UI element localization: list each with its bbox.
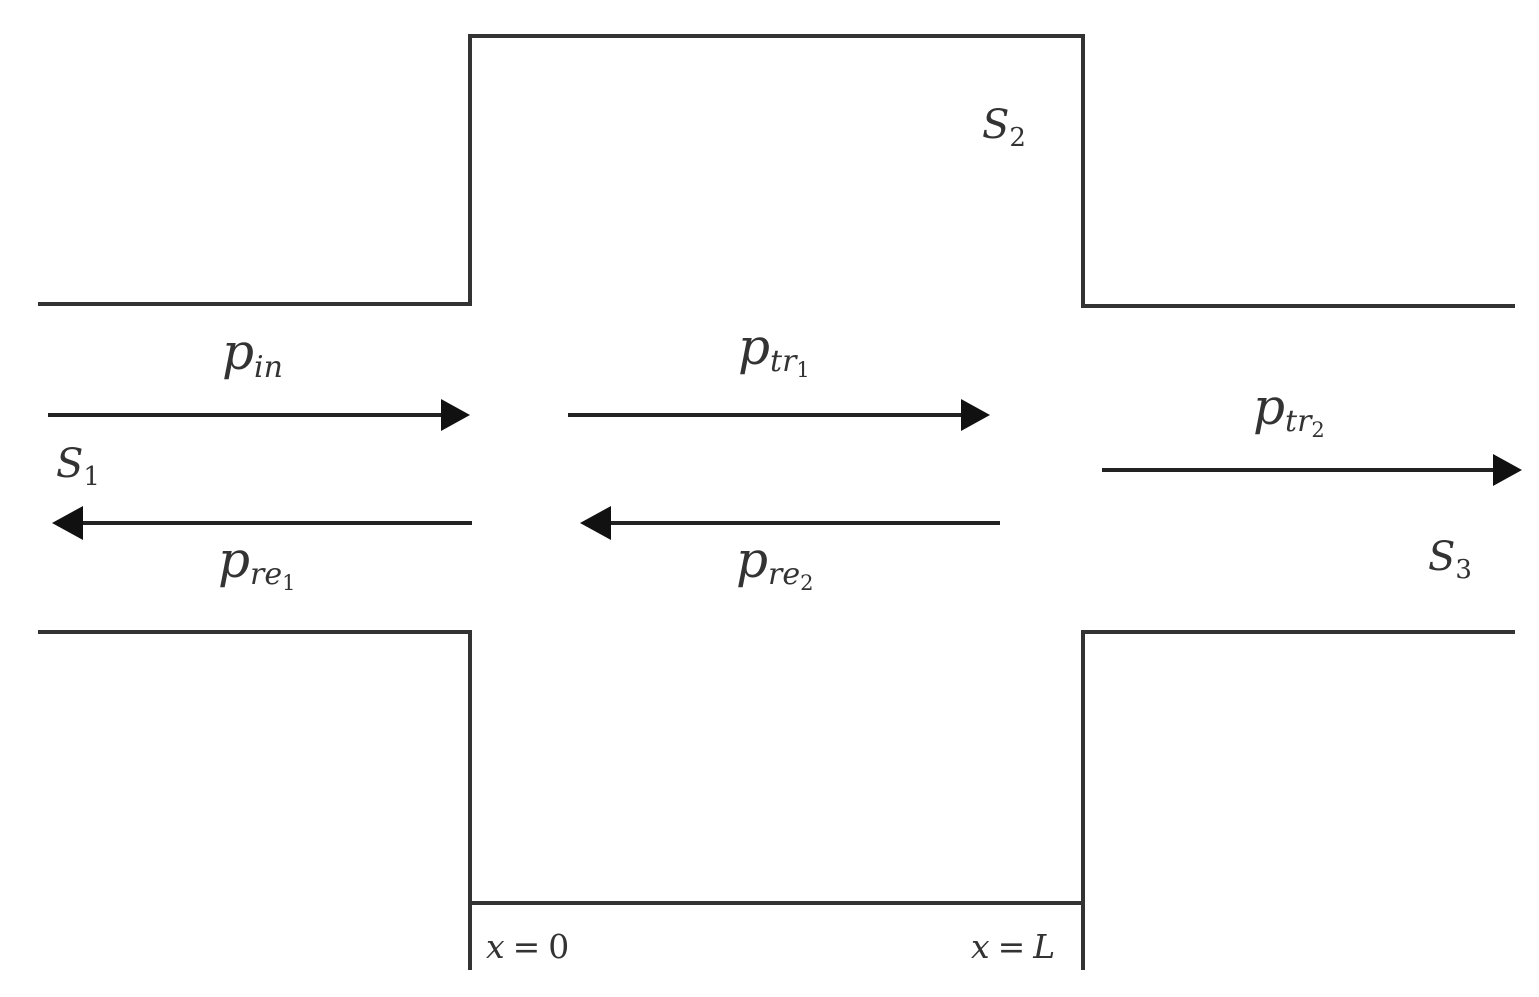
position-end-label: x=L [971,927,1055,966]
transmitted-1-arrow [568,399,990,431]
lower-wall-right [1081,630,1515,970]
reflected-wave-2-label: pre2 [736,531,814,595]
duct-walls [38,34,1515,970]
reflected-wave-1-label: pre1 [218,531,296,595]
reflected-2-arrow [580,506,1000,540]
wave-arrows [48,399,1522,540]
incident-wave-label: pin [222,323,283,385]
transmitted-wave-2-label: ptr2 [1253,378,1325,442]
transmitted-wave-1-label: ptr1 [738,318,810,382]
transmitted-2-arrow [1102,454,1522,486]
lower-wall [38,630,472,970]
area-s2-label: S2 [982,102,1026,153]
upper-wall [38,34,1515,308]
incident-arrow [48,399,470,431]
reflected-1-arrow [52,506,472,540]
position-start-label: x=0 [486,927,569,966]
area-s3-label: S3 [1428,534,1472,585]
area-s1-label: S1 [56,441,100,492]
